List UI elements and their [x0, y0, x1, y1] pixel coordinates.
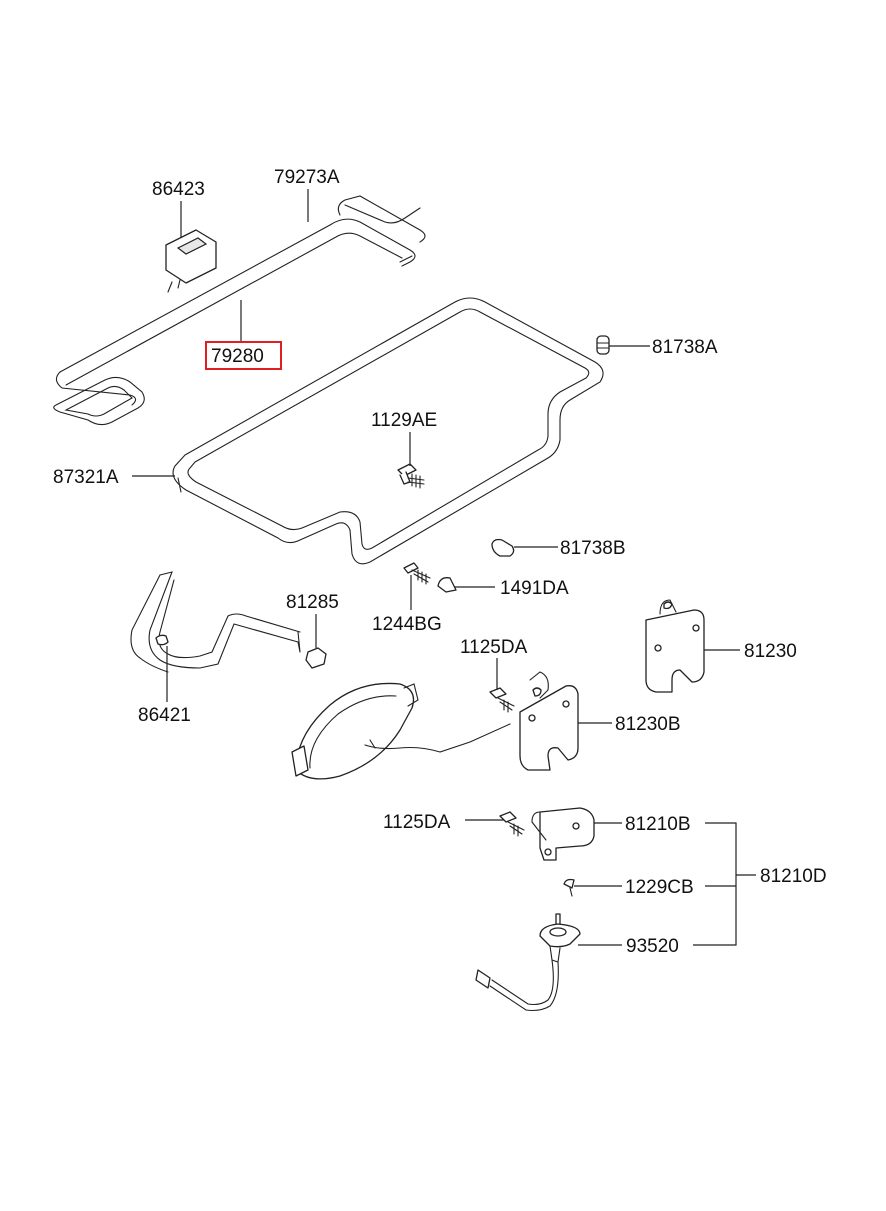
label-1491DA[interactable]: 1491DA	[500, 578, 569, 599]
clip-1491DA	[437, 577, 457, 593]
screw-1229CB	[563, 878, 575, 897]
weatherstrip-87321A	[172, 297, 604, 565]
screw-1244BG	[403, 562, 431, 585]
label-86421[interactable]: 86421	[138, 705, 191, 726]
label-1125DA-lower[interactable]: 1125DA	[383, 812, 451, 833]
label-87321A[interactable]: 87321A	[53, 467, 119, 488]
label-81210D[interactable]: 81210D	[760, 866, 827, 887]
torsion-rod-assembly	[53, 195, 426, 426]
striker-81210B	[531, 807, 595, 861]
label-1125DA-upper[interactable]: 1125DA	[460, 637, 528, 658]
label-81210B[interactable]: 81210B	[625, 814, 691, 835]
bolt-1125DA-lower	[499, 811, 525, 837]
part-labels: 86423 79273A 79280 81738A 1129AE 87321A …	[53, 167, 827, 957]
handle-86421	[130, 571, 301, 673]
switch-93520	[475, 913, 581, 1012]
label-86423[interactable]: 86423	[152, 179, 205, 200]
label-81738A[interactable]: 81738A	[652, 337, 718, 358]
lock-actuator	[291, 682, 511, 780]
label-81285[interactable]: 81285	[286, 592, 339, 613]
bumper-81738B	[491, 538, 515, 557]
latch-81230	[645, 599, 705, 693]
label-81738B[interactable]: 81738B	[560, 538, 626, 559]
cap-81285	[305, 647, 327, 669]
leader-lines	[132, 189, 756, 946]
label-79280[interactable]: 79280	[211, 346, 264, 367]
label-1244BG[interactable]: 1244BG	[372, 614, 442, 635]
label-79273A[interactable]: 79273A	[274, 167, 340, 188]
label-81230[interactable]: 81230	[744, 641, 797, 662]
clip-86423	[165, 229, 217, 293]
bolt-1129AE	[397, 463, 425, 489]
label-81230B[interactable]: 81230B	[615, 714, 681, 735]
bumper-81738A	[596, 335, 610, 355]
label-1129AE[interactable]: 1129AE	[371, 410, 437, 431]
label-93520[interactable]: 93520	[626, 936, 679, 957]
bolt-1125DA-upper	[489, 687, 515, 713]
highlight-box-79280	[205, 341, 282, 370]
label-1229CB[interactable]: 1229CB	[625, 877, 694, 898]
latch-81230B	[519, 671, 579, 771]
